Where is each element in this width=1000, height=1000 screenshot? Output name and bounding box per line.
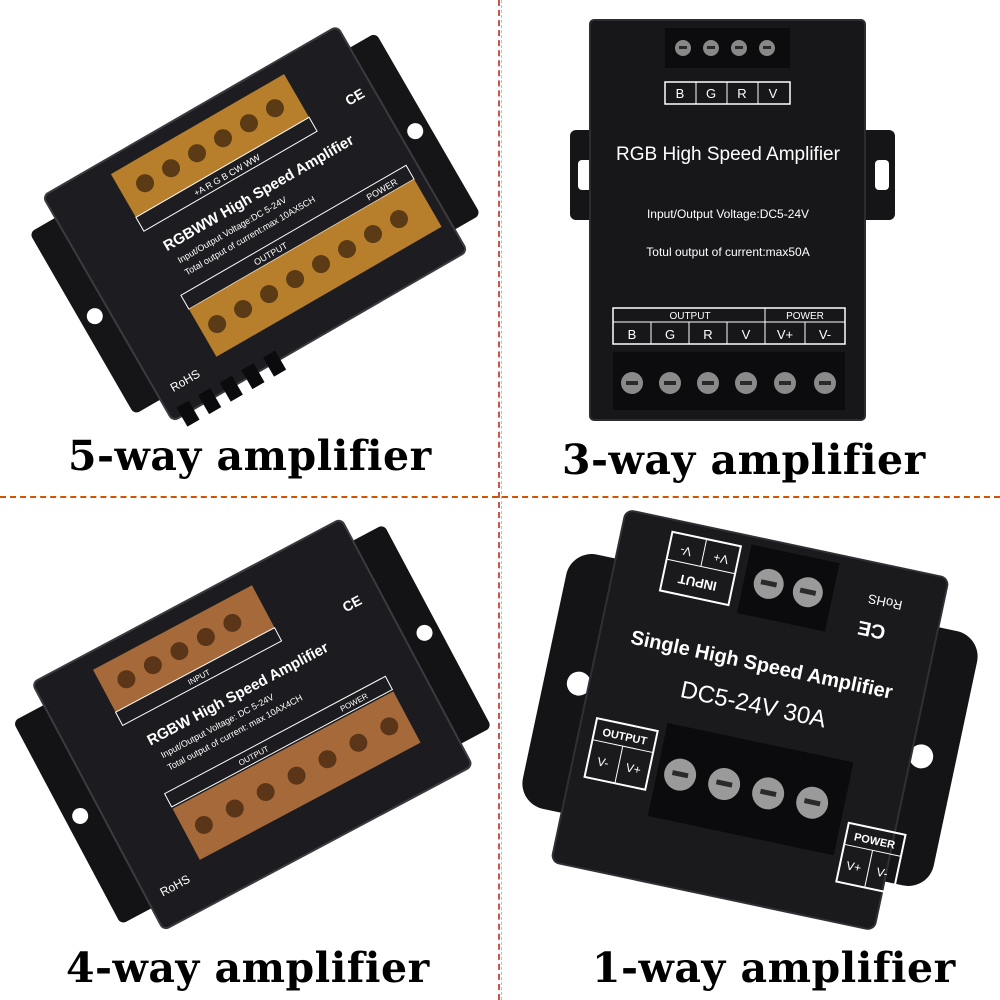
rgb-output-label-vplus: V+ [777,327,793,342]
rgb-power-header: POWER [786,311,824,322]
rgb-amplifier-image: B G R V RGB High Speed Amplifier Input/O… [570,19,895,421]
rgb-input-label-b: B [676,86,685,101]
rgb-input-label-g: G [706,86,716,101]
caption-5-way: 5-way amplifier [68,432,432,480]
product-1-way: V- V+ INPUT RoHS CE Single High Speed Am… [500,500,1000,1000]
single-rohs: RoHS [866,591,903,613]
rgb-title: RGB High Speed Amplifier [616,144,841,165]
rgb-output-label-g: G [665,327,675,342]
rgb-current: Totul output of current:max50A [646,245,809,259]
single-output-label-vminus: V- [596,754,610,770]
caption-1-way: 1-way amplifier [592,944,956,992]
vertical-divider [498,0,500,1000]
vertical-divider-accent [501,0,502,1000]
single-input-label-vplus: V+ [712,550,730,567]
rgb-input-label-r: R [737,86,746,101]
horizontal-divider [0,496,1000,498]
single-power-label-vminus: V- [875,865,889,881]
rgbww-amplifier-image: +A R G B CW WW RGBWW High Speed Amplifie… [31,27,479,427]
single-output-label-vplus: V+ [625,760,643,777]
rgb-output-label-r: R [703,327,712,342]
rgb-input-label-v: V [769,86,778,101]
rgb-voltage: Input/Output Voltage:DC5-24V [647,207,809,221]
product-3-way: B G R V RGB High Speed Amplifier Input/O… [500,0,1000,500]
rgb-output-label-b: B [628,327,637,342]
rgb-output-label-vminus: V- [819,327,831,342]
caption-4-way: 4-way amplifier [66,944,430,992]
single-amplifier-image: V- V+ INPUT RoHS CE Single High Speed Am… [522,510,978,930]
single-power-label-vplus: V+ [845,858,863,875]
rgb-output-label-v: V [742,327,751,342]
rgbw-amplifier-image: INPUT RGBW High Speed Amplifier Input/Ou… [15,519,490,930]
caption-3-way: 3-way amplifier [562,436,926,484]
product-4-way: INPUT RGBW High Speed Amplifier Input/Ou… [0,500,500,1000]
single-input-label-vminus: V- [679,543,693,559]
product-5-way: +A R G B CW WW RGBWW High Speed Amplifie… [0,0,500,500]
rgb-output-header: OUTPUT [669,311,710,322]
